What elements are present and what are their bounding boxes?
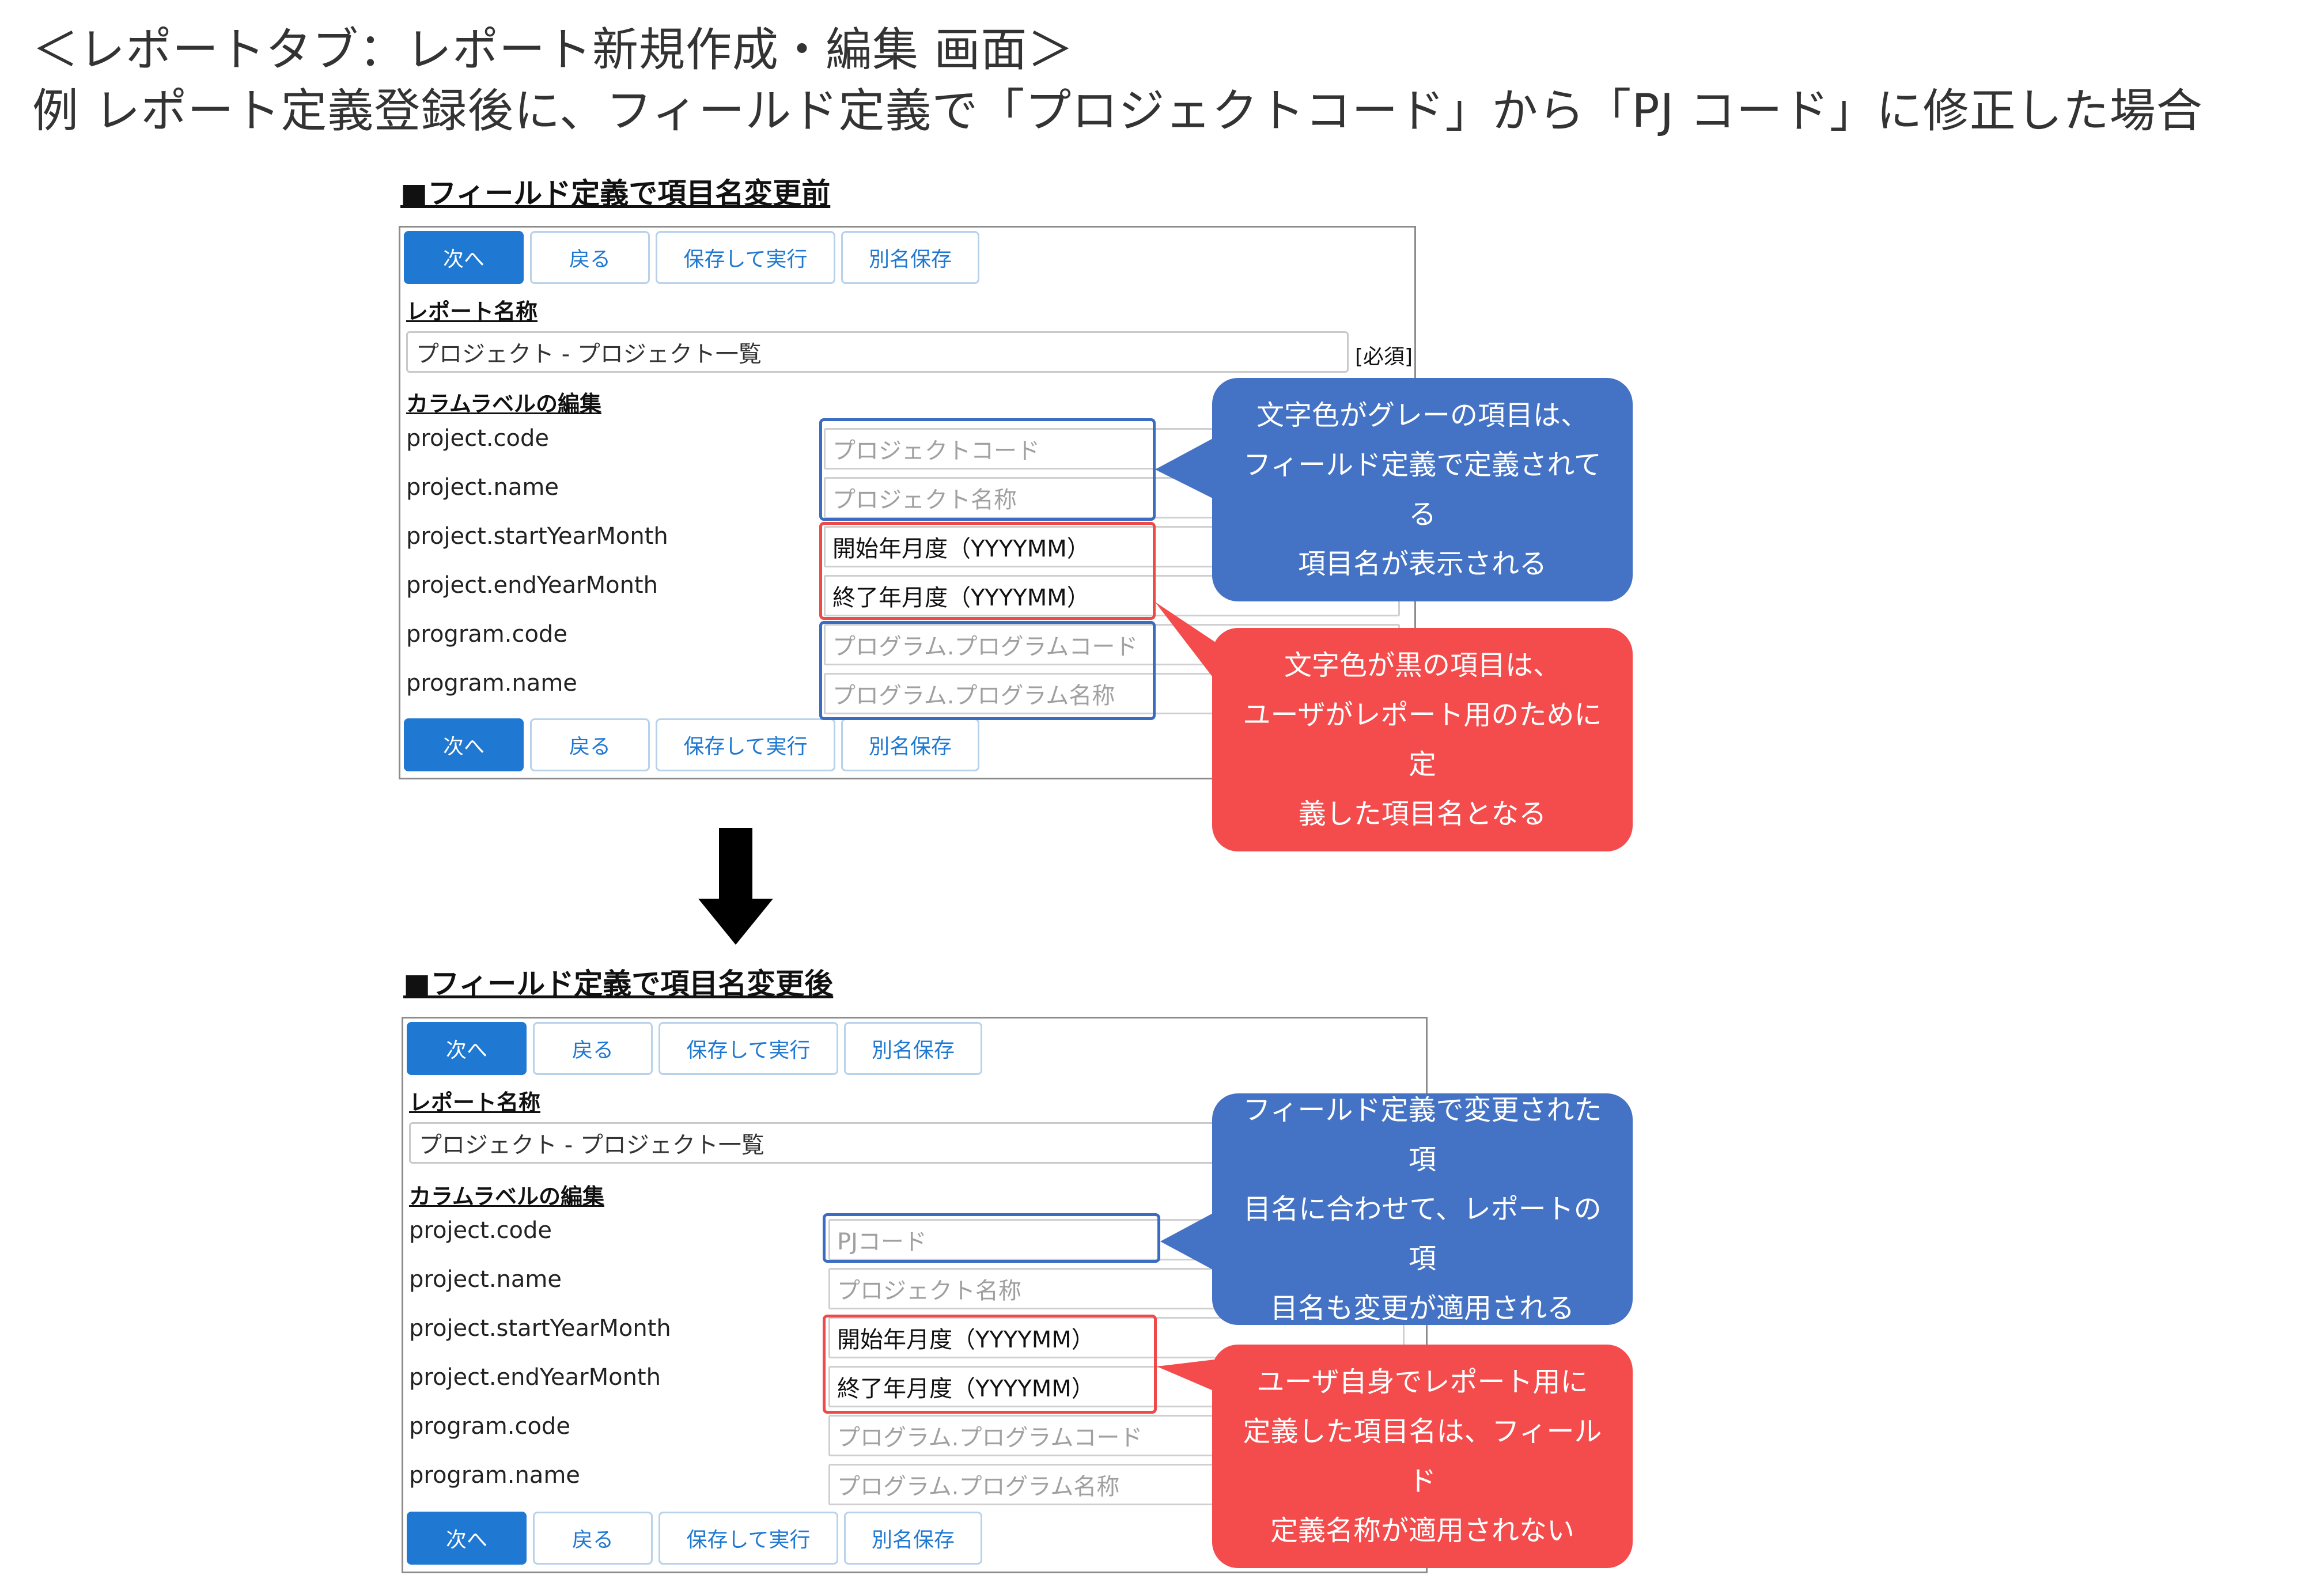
field-key: project.name [409,1266,562,1293]
black-items-highlight [819,522,1156,620]
field-key: program.code [409,1413,570,1440]
field-key: program.code [406,621,567,648]
report-name-input[interactable]: プロジェクト - プロジェクト一覧 [406,331,1349,373]
save-and-run-button[interactable]: 保存して実行 [658,1022,838,1075]
callout-user-label-explanation: ユーザ自身でレポート用に 定義した項目名は、フィールド 定義名称が適用されない [1212,1345,1633,1568]
field-key: project.startYearMonth [409,1315,671,1342]
report-name-label: レポート名称 [409,1090,541,1115]
required-mark: [必須] [1355,345,1413,369]
callout-line: ユーザ自身でレポート用に [1256,1366,1588,1398]
gray-items-highlight [819,418,1156,521]
field-key: project.startYearMonth [406,523,668,550]
back-button[interactable]: 戻る [533,1512,653,1565]
save-as-button[interactable]: 別名保存 [844,1512,982,1565]
next-button[interactable]: 次へ [407,1512,527,1565]
callout-pointer [1155,429,1230,507]
callout-black-text-explanation: 文字色が黒の項目は、 ユーザがレポート用のために定 義した項目名となる [1212,628,1633,851]
callout-line: フィールド定義で変更された項 [1243,1094,1602,1176]
before-section-title: ■フィールド定義で項目名変更前 [400,177,831,210]
callout-gray-text-explanation: 文字色がグレーの項目は、 フィールド定義で定義されてる 項目名が表示される [1212,378,1633,601]
callout-line: 項目名が表示される [1297,548,1547,580]
after-section-title: ■フィールド定義で項目名変更後 [403,967,834,1001]
field-key: program.name [406,670,577,696]
back-button[interactable]: 戻る [530,718,650,771]
back-button[interactable]: 戻る [530,231,650,284]
save-as-button[interactable]: 別名保存 [841,231,979,284]
callout-line: フィールド定義で定義されてる [1243,449,1602,531]
save-as-button[interactable]: 別名保存 [841,718,979,771]
callout-line: 文字色がグレーの項目は、 [1256,399,1588,431]
save-and-run-button[interactable]: 保存して実行 [658,1512,838,1565]
gray-items-highlight [819,621,1156,720]
callout-line: ユーザがレポート用のために定 [1243,699,1602,781]
callout-line: 定義名称が適用されない [1270,1515,1574,1547]
save-as-button[interactable]: 別名保存 [844,1022,982,1075]
next-button[interactable]: 次へ [407,1022,527,1075]
save-and-run-button[interactable]: 保存して実行 [656,231,835,284]
callout-line: 目名に合わせて、レポートの項 [1243,1193,1602,1275]
field-key: project.code [409,1217,552,1244]
user-defined-items-highlight [823,1315,1157,1414]
callout-line: 定義した項目名は、フィールド [1243,1415,1602,1497]
column-label-heading: カラムラベルの編集 [409,1184,604,1209]
callout-line: 目名も変更が適用される [1270,1292,1574,1324]
page-heading: ＜レポートタブ：レポート新規作成・編集 画面＞ [32,23,1074,77]
save-and-run-button[interactable]: 保存して実行 [656,718,835,771]
callout-changed-label-explanation: フィールド定義で変更された項 目名に合わせて、レポートの項 目名も変更が適用され… [1212,1093,1633,1325]
field-key: project.name [406,474,559,501]
report-name-label: レポート名称 [406,299,538,324]
field-key: program.name [409,1462,580,1489]
callout-line: 文字色が黒の項目は、 [1284,649,1561,681]
column-label-heading: カラムラベルの編集 [406,391,601,417]
arrow-down-icon [698,828,773,945]
field-key: project.code [406,425,550,452]
field-key: project.endYearMonth [406,572,658,599]
next-button[interactable]: 次へ [404,231,524,284]
changed-item-highlight [823,1213,1160,1263]
page-subheading: 例 レポート定義登録後に、フィールド定義で「プロジェクトコード」から「PJ コー… [32,84,2203,138]
back-button[interactable]: 戻る [533,1022,653,1075]
next-button[interactable]: 次へ [404,718,524,771]
callout-line: 義した項目名となる [1298,798,1547,830]
field-key: project.endYearMonth [409,1364,661,1391]
